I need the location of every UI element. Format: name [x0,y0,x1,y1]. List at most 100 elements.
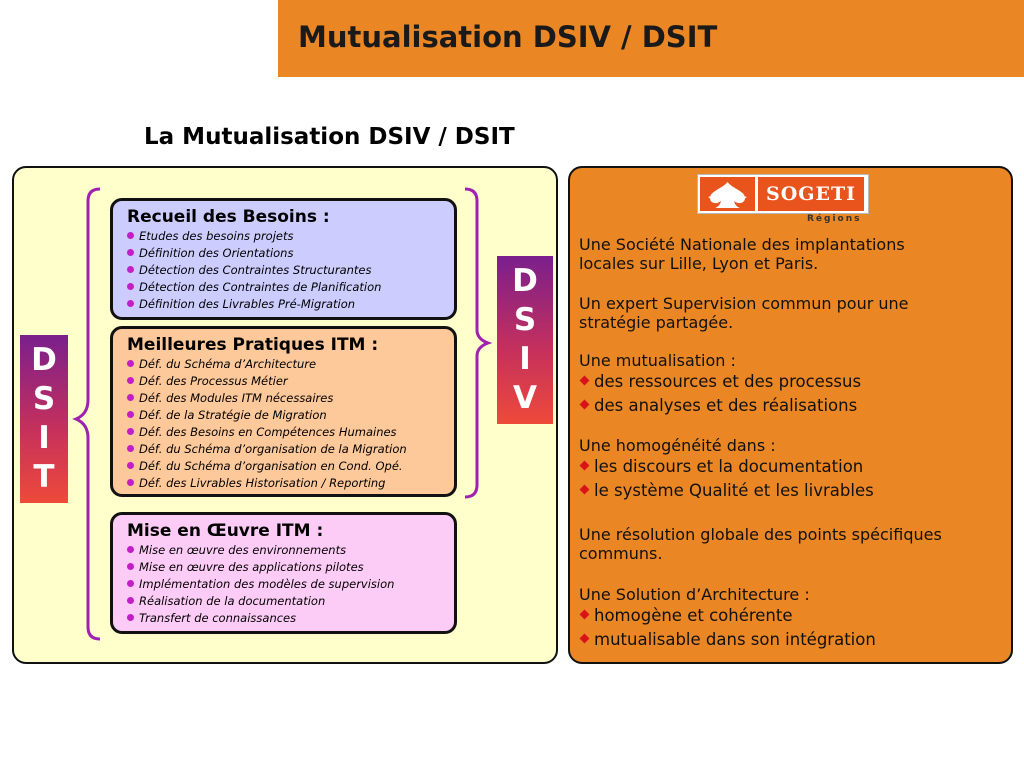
dsit-letter: S [32,381,56,417]
bullet-dot-icon [127,360,134,367]
diamond-bullet-icon [579,399,590,410]
dsiv-letter: S [513,302,537,338]
list-item: Transfert de connaissances [127,610,444,627]
bullet-dot-icon [127,377,134,384]
list-item: le système Qualité et les livrables [579,479,999,503]
list-item: mutualisable dans son intégration [579,628,999,652]
dsiv-letter: D [512,263,538,299]
box-title: Mise en Œuvre ITM : [127,521,324,541]
box-list: Déf. du Schéma d’Architecture Déf. des P… [127,356,444,492]
list-item-text: des ressources et des processus [594,372,862,391]
list-item: Détection des Contraintes Structurantes [127,262,444,279]
dsit-label: D S I T [20,335,68,503]
list-item-text: Détection des Contraintes Structurantes [139,263,372,277]
list-item-text: mutualisable dans son intégration [594,630,876,649]
list-item-text: Définition des Livrables Pré-Migration [139,297,356,311]
paragraph-heading: Une homogénéité dans : [579,436,776,455]
slide-subtitle: La Mutualisation DSIV / DSIT [144,124,515,150]
logo-wordmark: SOGETI [758,177,864,211]
bullet-dot-icon [127,445,134,452]
bullet-dot-icon [127,614,134,621]
list-item-text: Détection des Contraintes de Planificati… [139,280,382,294]
mise-en-oeuvre-box: Mise en Œuvre ITM : Mise en œuvre des en… [110,512,457,634]
list-item-text: Déf. du Schéma d’organisation en Cond. O… [139,459,403,473]
list-item: les discours et la documentation [579,455,999,479]
list-item: Déf. des Modules ITM nécessaires [127,390,444,407]
diamond-bullet-icon [579,609,590,620]
dsit-letter: I [38,420,50,456]
dsiv-label: D S I V [497,256,553,424]
list-item-text: les discours et la documentation [594,457,864,476]
list-item: Etudes des besoins projets [127,228,444,245]
paragraph-line: Une Société Nationale des implantations [579,235,905,254]
paragraph-line: Un expert Supervision commun pour une [579,294,909,313]
bullet-dot-icon [127,266,134,273]
paragraph-line: communs. [579,544,663,563]
right-paragraph-2: Un expert Supervision commun pour une st… [579,294,999,332]
list-item-text: Déf. du Schéma d’Architecture [139,357,317,371]
bullet-dot-icon [127,597,134,604]
meilleures-pratiques-box: Meilleures Pratiques ITM : Déf. du Schém… [110,326,457,497]
diamond-bullet-icon [579,633,590,644]
right-panel [568,166,1013,664]
list-item: homogène et cohérente [579,604,999,628]
bullet-dot-icon [127,249,134,256]
right-paragraph-1: Une Société Nationale des implantations … [579,235,999,273]
right-paragraph-5: Une résolution globale des points spécif… [579,525,999,563]
box-list: Mise en œuvre des environnements Mise en… [127,542,444,627]
list-item: Réalisation de la documentation [127,593,444,610]
header-bar: Mutualisation DSIV / DSIT [278,0,1024,77]
recueil-besoins-box: Recueil des Besoins : Etudes des besoins… [110,198,457,320]
dsit-letter: D [31,342,57,378]
bullet-dot-icon [127,394,134,401]
bullet-dot-icon [127,563,134,570]
box-list: Etudes des besoins projets Définition de… [127,228,444,313]
list-item: Déf. du Schéma d’Architecture [127,356,444,373]
list-item: Mise en œuvre des environnements [127,542,444,559]
diamond-bullet-icon [579,460,590,471]
bullet-dot-icon [127,300,134,307]
list-item-text: Réalisation de la documentation [139,594,326,608]
dsiv-letter: I [519,341,531,377]
box-title: Recueil des Besoins : [127,207,330,227]
bullet-dot-icon [127,580,134,587]
paragraph-line: locales sur Lille, Lyon et Paris. [579,254,819,273]
logo-subtitle: Régions [807,214,862,224]
list-item-text: homogène et cohérente [594,606,793,625]
list-item: Déf. des Livrables Historisation / Repor… [127,475,444,492]
list-item-text: Transfert de connaissances [139,611,297,625]
right-paragraph-4: Une homogénéité dans : les discours et l… [579,436,999,503]
list-item: Déf. des Processus Métier [127,373,444,390]
list-item: Mise en œuvre des applications pilotes [127,559,444,576]
bullet-dot-icon [127,546,134,553]
list-item: des ressources et des processus [579,370,999,394]
bullet-dot-icon [127,462,134,469]
diamond-bullet-icon [579,484,590,495]
bullet-dot-icon [127,428,134,435]
bullet-dot-icon [127,232,134,239]
spade-icon [700,177,755,211]
list-item-text: Implémentation des modèles de supervisio… [139,577,395,591]
list-item-text: Déf. des Processus Métier [139,374,288,388]
list-item-text: le système Qualité et les livrables [594,481,874,500]
list-item-text: Déf. de la Stratégie de Migration [139,408,327,422]
bullet-dot-icon [127,479,134,486]
list-item-text: Définition des Orientations [139,246,294,260]
paragraph-line: stratégie partagée. [579,313,734,332]
right-paragraph-3: Une mutualisation : des ressources et de… [579,351,999,418]
paragraph-heading: Une Solution d’Architecture : [579,585,810,604]
list-item: des analyses et des réalisations [579,394,999,418]
list-item: Implémentation des modèles de supervisio… [127,576,444,593]
diamond-bullet-icon [579,375,590,386]
list-item: Déf. des Besoins en Compétences Humaines [127,424,444,441]
list-item: Déf. du Schéma d’organisation en Cond. O… [127,458,444,475]
list-item: Définition des Orientations [127,245,444,262]
list-item-text: Déf. du Schéma d’organisation de la Migr… [139,442,407,456]
paragraph-line: Une résolution globale des points spécif… [579,525,942,544]
list-item-text: Mise en œuvre des applications pilotes [139,560,364,574]
list-item: Détection des Contraintes de Planificati… [127,279,444,296]
list-item-text: Etudes des besoins projets [139,229,294,243]
box-title: Meilleures Pratiques ITM : [127,335,379,355]
list-item: Définition des Livrables Pré-Migration [127,296,444,313]
dsiv-letter: V [513,380,537,416]
